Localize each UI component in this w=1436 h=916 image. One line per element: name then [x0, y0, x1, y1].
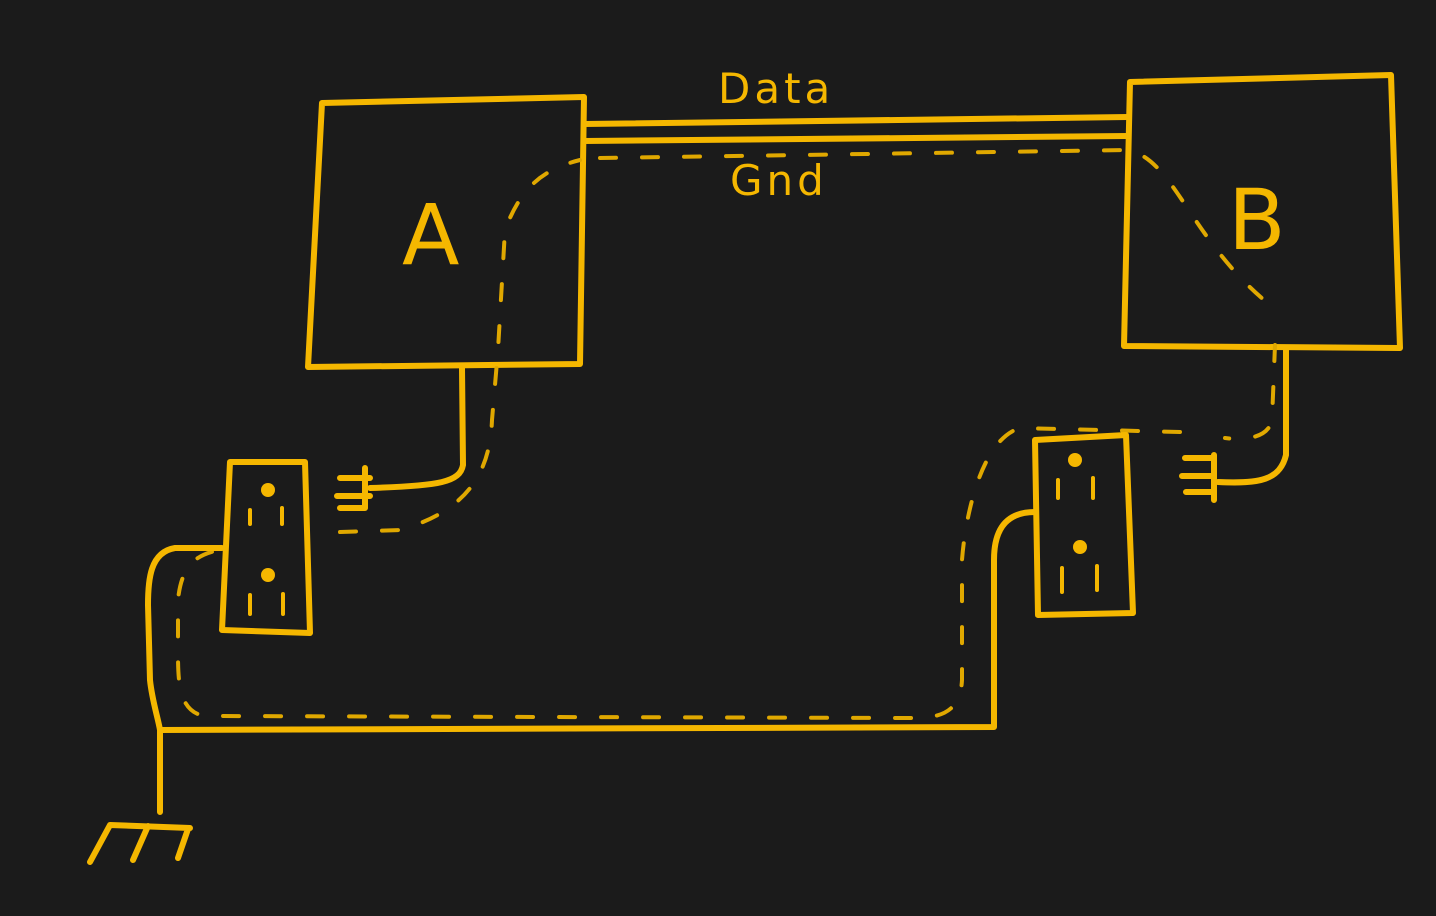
- device-a-box: [305, 94, 587, 370]
- device-b-plug-icon: [1179, 452, 1217, 503]
- earth-ground-icon: [87, 822, 193, 865]
- building-ground-rail: [157, 509, 1038, 733]
- data-line: [581, 114, 1131, 127]
- device-b-box: [1121, 72, 1403, 351]
- outlet-a-ground-wire: [145, 545, 225, 815]
- gnd-line: [581, 133, 1131, 144]
- device-a-label: A: [402, 186, 460, 284]
- ground-loop-current-path: [176, 147, 1277, 721]
- data-line-label: Data: [718, 64, 835, 113]
- device-a-power-cord: [367, 365, 466, 491]
- device-a-plug-icon: [334, 465, 373, 511]
- device-b-power-cord: [1215, 345, 1289, 486]
- device-b-label: B: [1228, 171, 1286, 269]
- outlet-b-icon: [1032, 432, 1136, 618]
- outlet-a-icon: [219, 459, 313, 636]
- ground-line-label: Gnd: [730, 156, 828, 205]
